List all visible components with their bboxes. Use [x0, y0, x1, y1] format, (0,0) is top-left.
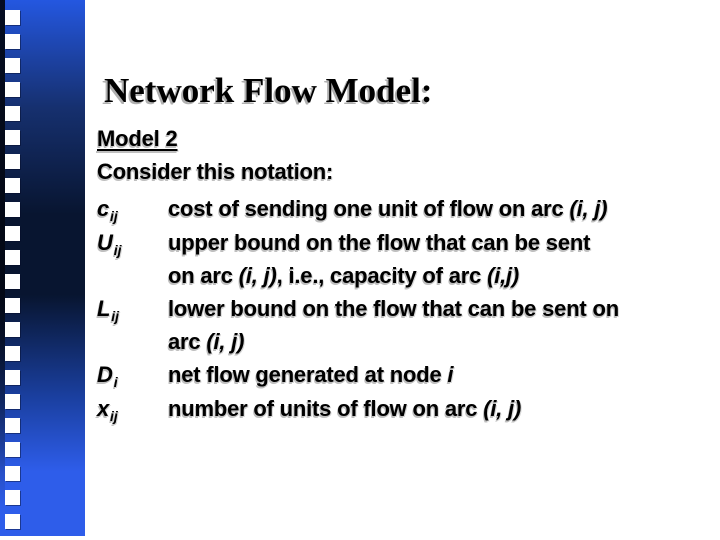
sidebar-square [5, 250, 20, 265]
sidebar-decoration [0, 0, 85, 536]
term-base: L [97, 295, 111, 321]
definition-math-segment: i [447, 361, 454, 387]
term-base: U [97, 230, 113, 256]
definition-math-segment: (i, j) [483, 396, 522, 422]
definition-text-segment: , i.e., capacity of arc [276, 263, 488, 289]
sidebar-square [5, 154, 20, 169]
intro-text: Consider this notation: [97, 158, 334, 184]
definition-text-segment: upper bound on the flow that can be sent [168, 230, 591, 256]
sidebar-square [5, 514, 20, 529]
sidebar-square [5, 322, 20, 337]
term-base: D [97, 361, 113, 387]
model-heading-line: Model 2 [97, 123, 712, 156]
sidebar-square [5, 178, 20, 193]
sidebar-square [5, 10, 20, 25]
sidebar-edge-shadow [0, 0, 5, 536]
definition-math-segment: (i,j) [487, 263, 520, 289]
definition-text-segment: net flow generated at node [168, 361, 448, 387]
sidebar-square [5, 274, 20, 289]
definition-text-line: net flow generated at node i [168, 359, 454, 392]
definition-text-segment: number of units of flow on arc [168, 396, 484, 422]
sidebar-square [5, 226, 20, 241]
sidebar-square [5, 370, 20, 385]
definition-math-segment: (i, j) [238, 263, 277, 289]
sidebar-square [5, 202, 20, 217]
sidebar-square [5, 130, 20, 145]
definition-text-segment: lower bound on the flow that can be sent… [168, 295, 619, 321]
definition-math-segment: (i, j) [206, 328, 245, 354]
sidebar-square [5, 442, 20, 457]
model-heading: Model 2 [97, 126, 178, 151]
definition-text-line: upper bound on the flow that can be sent [168, 227, 590, 260]
definition-text-line: lower bound on the flow that can be sent… [168, 293, 619, 326]
term-symbol: Uij [97, 227, 168, 262]
slide-title: Network Flow Model: [104, 71, 433, 110]
term-subscript: i [113, 373, 118, 390]
definition-text-line: on arc (i, j), i.e., capacity of arc (i,… [168, 260, 590, 293]
term-symbol: xij [97, 393, 168, 428]
sidebar-square [5, 82, 20, 97]
sidebar-square [5, 418, 20, 433]
sidebar-square [5, 394, 20, 409]
term-subscript: ij [111, 307, 120, 324]
term-symbol: Di [97, 359, 168, 394]
term-subscript: ij [110, 408, 118, 425]
sidebar-square [5, 346, 20, 361]
term-base: x [97, 396, 110, 422]
term-subscript: ij [113, 242, 122, 259]
term-symbol: Lij [97, 293, 168, 328]
term-base: c [97, 195, 110, 221]
definition-math-segment: (i, j) [569, 195, 608, 221]
term-definition: net flow generated at node i [168, 359, 454, 392]
term-definition: upper bound on the flow that can be sent… [168, 227, 590, 293]
term-definition: cost of sending one unit of flow on arc … [168, 193, 608, 226]
definition-text-segment: arc [168, 328, 207, 354]
sidebar-square [5, 58, 20, 73]
sidebar-square [5, 34, 20, 49]
term-definition: lower bound on the flow that can be sent… [168, 293, 619, 359]
term-definition: number of units of flow on arc (i, j) [168, 393, 521, 426]
sidebar-square [5, 466, 20, 481]
definition-text-segment: on arc [168, 263, 239, 289]
definition-text-segment: cost of sending one unit of flow on arc [168, 195, 570, 221]
definition-text-line: cost of sending one unit of flow on arc … [168, 193, 608, 226]
definition-text-line: number of units of flow on arc (i, j) [168, 393, 521, 426]
sidebar-square [5, 298, 20, 313]
sidebar-square [5, 490, 20, 505]
definition-text-line: arc (i, j) [168, 326, 619, 359]
term-subscript: ij [110, 207, 118, 224]
sidebar-square [5, 106, 20, 121]
term-symbol: cij [97, 193, 168, 228]
